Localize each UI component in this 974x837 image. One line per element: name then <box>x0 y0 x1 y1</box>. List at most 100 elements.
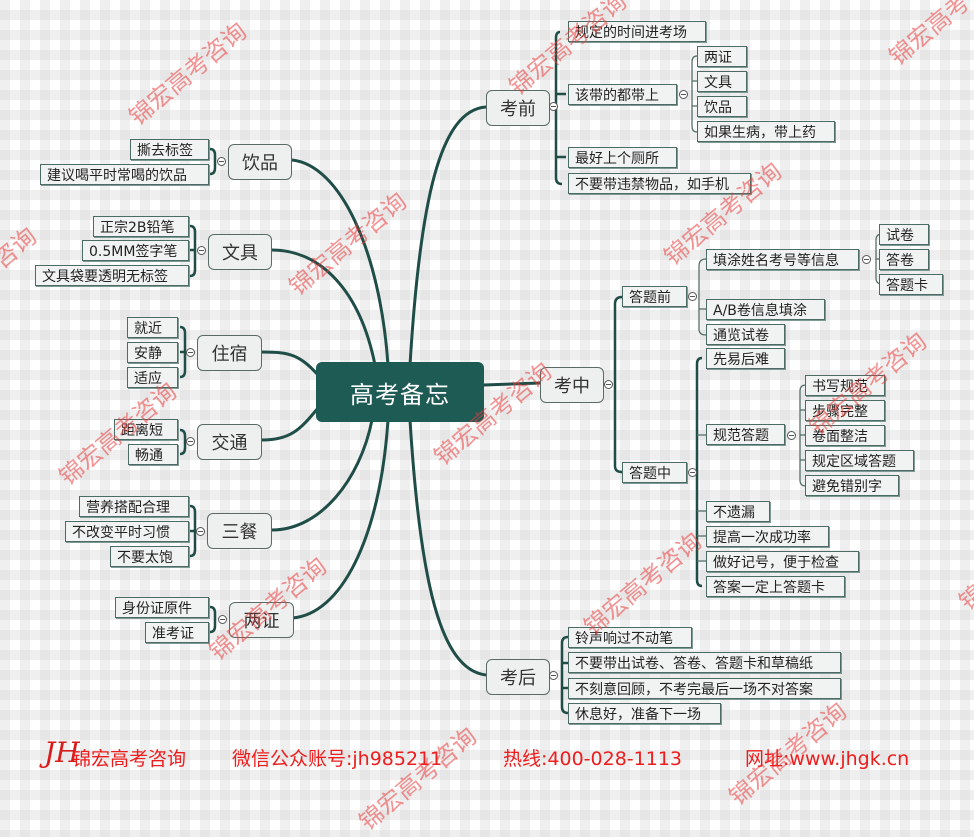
leaf-node[interactable]: 步骤完整 <box>805 400 885 421</box>
leaf-node[interactable]: 安静 <box>127 342 178 363</box>
leaf-node[interactable]: 试卷 <box>879 224 929 245</box>
leaf-label: 书写规范 <box>812 378 868 395</box>
leaf-node[interactable]: 该带的都带上 <box>568 84 677 105</box>
leaf-node[interactable]: 答题卡 <box>879 274 943 295</box>
leaf-node[interactable]: 不改变平时习惯 <box>65 521 189 542</box>
branch-after-exam[interactable]: 考后 <box>486 659 550 695</box>
collapse-toggle-icon[interactable] <box>787 431 796 440</box>
collapse-toggle-icon[interactable] <box>549 671 558 680</box>
leaf-label: 准考证 <box>152 625 194 642</box>
collapse-toggle-icon[interactable] <box>196 527 205 536</box>
leaf-node[interactable]: 饮品 <box>697 96 747 117</box>
leaf-node[interactable]: 答题中 <box>622 462 687 483</box>
leaf-label: 不改变平时习惯 <box>72 524 170 541</box>
watermark: 锦宏高考咨询 <box>283 187 413 302</box>
leaf-node[interactable]: 身份证原件 <box>115 597 209 618</box>
leaf-node[interactable]: 就近 <box>127 317 178 338</box>
leaf-node[interactable]: 先易后难 <box>706 348 785 369</box>
leaf-node[interactable]: 规定的时间进考场 <box>568 21 706 42</box>
leaf-node[interactable]: 0.5MM签字笔 <box>82 240 189 261</box>
leaf-node[interactable]: 距离短 <box>114 419 178 440</box>
leaf-node[interactable]: 两证 <box>697 46 747 67</box>
leaf-label: 步骤完整 <box>812 403 868 420</box>
branch-transport[interactable]: 交通 <box>197 424 262 460</box>
branch-documents[interactable]: 两证 <box>229 602 294 638</box>
leaf-node[interactable]: 准考证 <box>145 622 209 643</box>
leaf-node[interactable]: 做好记号，便于检查 <box>706 551 859 572</box>
leaf-label: 不要太饱 <box>117 549 173 566</box>
leaf-label: 正宗2B铅笔 <box>100 219 175 236</box>
root-node[interactable]: 高考备忘 <box>316 362 484 422</box>
leaf-label: 提高一次成功率 <box>713 529 811 546</box>
leaf-label: 填涂姓名考号等信息 <box>713 252 839 269</box>
leaf-node[interactable]: 通览试卷 <box>706 324 785 345</box>
collapse-toggle-icon[interactable] <box>604 380 613 389</box>
leaf-node[interactable]: 卷面整洁 <box>805 425 885 446</box>
leaf-node[interactable]: 适应 <box>127 367 178 388</box>
leaf-label: 不要带违禁物品，如手机 <box>575 176 729 193</box>
branch-label: 考前 <box>500 99 536 120</box>
leaf-label: 该带的都带上 <box>575 87 659 104</box>
collapse-toggle-icon[interactable] <box>862 255 871 264</box>
branch-stationery[interactable]: 文具 <box>208 234 272 270</box>
leaf-label: 最好上个厕所 <box>575 150 659 167</box>
leaf-node[interactable]: 如果生病，带上药 <box>697 121 835 142</box>
leaf-node[interactable]: 文具袋要透明无标签 <box>35 265 189 286</box>
branch-meals[interactable]: 三餐 <box>207 513 272 549</box>
leaf-node[interactable]: 休息好，准备下一场 <box>568 703 721 724</box>
collapse-toggle-icon[interactable] <box>186 348 195 357</box>
collapse-toggle-icon[interactable] <box>218 615 227 624</box>
leaf-label: 适应 <box>134 370 162 387</box>
leaf-label: A/B卷信息填涂 <box>713 302 807 319</box>
leaf-label: 建议喝平时常喝的饮品 <box>47 167 187 184</box>
branch-drinks[interactable]: 饮品 <box>228 144 292 180</box>
leaf-node[interactable]: 最好上个厕所 <box>568 147 677 168</box>
leaf-node[interactable]: 撕去标签 <box>130 139 209 160</box>
leaf-label: 撕去标签 <box>137 142 193 159</box>
leaf-node[interactable]: 建议喝平时常喝的饮品 <box>40 164 209 185</box>
leaf-node[interactable]: 不要太饱 <box>110 546 189 567</box>
leaf-node[interactable]: 答案一定上答题卡 <box>706 576 845 597</box>
collapse-toggle-icon[interactable] <box>549 102 558 111</box>
leaf-node[interactable]: 正宗2B铅笔 <box>93 216 189 237</box>
leaf-node[interactable]: 畅通 <box>128 444 178 465</box>
collapse-toggle-icon[interactable] <box>679 90 688 99</box>
leaf-node[interactable]: 避免错别字 <box>805 475 899 496</box>
leaf-node[interactable]: 答卷 <box>879 249 929 270</box>
collapse-toggle-icon[interactable] <box>217 157 226 166</box>
collapse-toggle-icon[interactable] <box>186 437 195 446</box>
leaf-label: 距离短 <box>121 422 163 439</box>
leaf-node[interactable]: 填涂姓名考号等信息 <box>706 249 859 270</box>
watermark: 锦宏高考咨询 <box>883 0 974 72</box>
leaf-label: 文具袋要透明无标签 <box>42 268 168 285</box>
leaf-node[interactable]: A/B卷信息填涂 <box>706 299 825 320</box>
leaf-node[interactable]: 不要带出试卷、答卷、答题卡和草稿纸 <box>568 652 841 673</box>
leaf-node[interactable]: 不刻意回顾，不考完最后一场不对答案 <box>568 678 841 699</box>
leaf-label: 答案一定上答题卡 <box>713 579 825 596</box>
watermark: 锦宏高考咨询 <box>953 502 974 617</box>
collapse-toggle-icon[interactable] <box>688 468 697 477</box>
leaf-node[interactable]: 不遗漏 <box>706 501 770 522</box>
leaf-node[interactable]: 文具 <box>697 71 747 92</box>
branch-during-exam[interactable]: 考中 <box>540 367 604 403</box>
collapse-toggle-icon[interactable] <box>688 292 697 301</box>
leaf-node[interactable]: 铃声响过不动笔 <box>568 627 692 648</box>
leaf-node[interactable]: 答题前 <box>622 286 687 307</box>
leaf-label: 卷面整洁 <box>812 428 868 445</box>
branch-label: 两证 <box>243 611 280 632</box>
leaf-node[interactable]: 书写规范 <box>805 375 885 396</box>
leaf-label: 答题前 <box>629 289 671 306</box>
leaf-node[interactable]: 营养搭配合理 <box>79 496 189 517</box>
branch-lodging[interactable]: 住宿 <box>197 335 262 371</box>
leaf-label: 答卷 <box>886 252 914 269</box>
branch-before-exam[interactable]: 考前 <box>486 90 550 126</box>
collapse-toggle-icon[interactable] <box>197 246 206 255</box>
branch-label: 考中 <box>554 376 590 397</box>
leaf-label: 规范答题 <box>713 427 769 444</box>
leaf-node[interactable]: 提高一次成功率 <box>706 526 829 547</box>
footer-wechat: 微信公众账号:jh985211 <box>232 748 443 770</box>
leaf-node[interactable]: 规范答题 <box>706 424 785 445</box>
leaf-node[interactable]: 不要带违禁物品，如手机 <box>568 173 751 194</box>
leaf-node[interactable]: 规定区域答题 <box>805 450 914 471</box>
